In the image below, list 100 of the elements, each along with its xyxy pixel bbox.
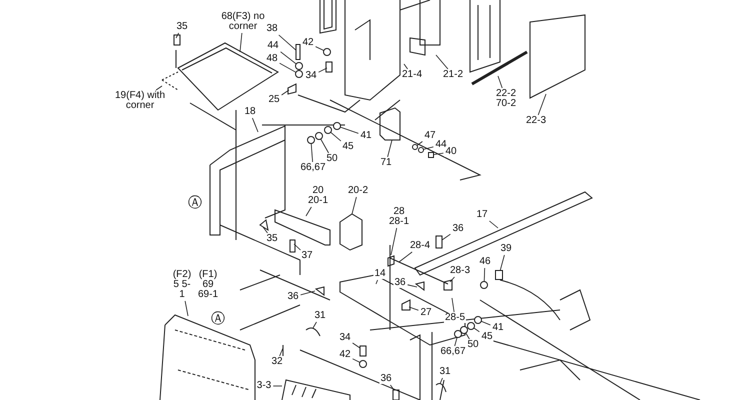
callout-number: 41 (491, 323, 505, 333)
callout-number: 37 (300, 251, 314, 261)
callout-number: 42 (338, 350, 352, 360)
washer-part (480, 281, 488, 289)
washer-part (295, 62, 303, 70)
leader-line (454, 337, 458, 346)
callout-number: 38 (265, 24, 279, 34)
washer-part (333, 122, 341, 130)
leader-line (480, 320, 491, 326)
leader-line (281, 90, 290, 96)
leader-line (474, 328, 480, 332)
leader-line (387, 140, 392, 158)
callout-number: 17 (475, 210, 489, 220)
callout-number: 22-3 (525, 116, 547, 126)
leader-line (489, 220, 498, 228)
callout-number: 28-3 (449, 266, 471, 276)
callout-number: 35 (265, 234, 279, 244)
callout-number: 18 (243, 107, 257, 117)
callout-number: 46 (478, 257, 492, 267)
leader-line (352, 358, 360, 363)
callout-number: 66,67 (439, 347, 467, 357)
washer-part (454, 330, 462, 338)
callout-number: 34 (338, 333, 352, 343)
leader-line (407, 284, 418, 288)
callout-number: 27 (419, 308, 433, 318)
reference-mark: Ⓐ (188, 195, 202, 209)
leader-line (352, 342, 360, 348)
callout-number: 25 (267, 95, 281, 105)
leader-line (500, 254, 505, 271)
callout-number: 31 (313, 311, 327, 321)
leader-line (450, 276, 455, 282)
washer-part (359, 360, 367, 368)
washer-part (460, 326, 468, 334)
leader-line (330, 132, 342, 142)
leader-line (436, 54, 448, 70)
callout-number: 50 (325, 154, 339, 164)
leader-line (398, 252, 412, 262)
callout-number: 66,67 (299, 163, 327, 173)
leader-line (465, 332, 470, 340)
callout-number: 28-5 (444, 313, 466, 323)
callout-number: 34 (304, 71, 318, 81)
washer-part (295, 70, 303, 78)
leader-line (300, 290, 316, 296)
bolt-part (296, 44, 300, 60)
leader-line (390, 384, 394, 390)
leader-line (404, 64, 408, 70)
callout-number: 45 (341, 142, 355, 152)
leader-line (408, 306, 419, 311)
washer-part (323, 48, 331, 56)
leader-line (423, 146, 434, 150)
leader-line (262, 226, 268, 234)
callout-number: 47 (423, 131, 437, 141)
leader-line (484, 268, 486, 282)
node-label: (F1) 69 69-1 (198, 269, 218, 300)
callout-number: 40 (444, 147, 458, 157)
node-label: 19(F4) with corner (114, 90, 165, 111)
reference-mark: Ⓐ (211, 311, 225, 325)
washer-part (324, 126, 332, 134)
leader-line (306, 206, 312, 216)
callout-number: 3-3 (256, 381, 272, 391)
callout-number: 41 (359, 131, 373, 141)
leader-line (280, 51, 297, 64)
leader-line (252, 118, 258, 132)
callout-number: 39 (499, 244, 513, 254)
leader-line (452, 298, 454, 312)
callout-number: 44 (434, 140, 448, 150)
callout-number: 14 (373, 269, 387, 279)
callout-number: 48 (265, 54, 279, 64)
leader-line (433, 152, 444, 155)
node-label: 20 20-1 (308, 185, 328, 206)
leader-line (442, 234, 451, 240)
callout-number: 31 (438, 367, 452, 377)
callout-number: 20-2 (347, 186, 369, 196)
leader-line (184, 300, 188, 316)
washer-part (474, 316, 482, 324)
callout-number: 42 (301, 38, 315, 48)
leader-line (320, 138, 329, 154)
node-label: 22-2 70-2 (496, 88, 516, 109)
leader-line (156, 86, 162, 90)
bolt-part (495, 270, 503, 280)
bolt-part (428, 152, 434, 158)
leader-line (318, 68, 328, 73)
leader-line (312, 322, 317, 328)
callout-number: 36 (379, 374, 393, 384)
leader-line (390, 228, 398, 256)
callout-number: 45 (480, 332, 494, 342)
leader-line (294, 244, 301, 250)
leader-line (315, 46, 324, 51)
callout-number: 71 (379, 158, 393, 168)
callout-number: 36 (393, 278, 407, 288)
leader-line (240, 32, 242, 52)
washer-part (418, 147, 424, 153)
leader-line (340, 126, 359, 134)
washer-part (467, 322, 475, 330)
callout-number: 44 (266, 41, 280, 51)
washer-part (315, 132, 323, 140)
leader-line (279, 348, 284, 356)
washer-part (307, 136, 315, 144)
leader-line (376, 280, 378, 284)
leader-line (498, 76, 503, 88)
